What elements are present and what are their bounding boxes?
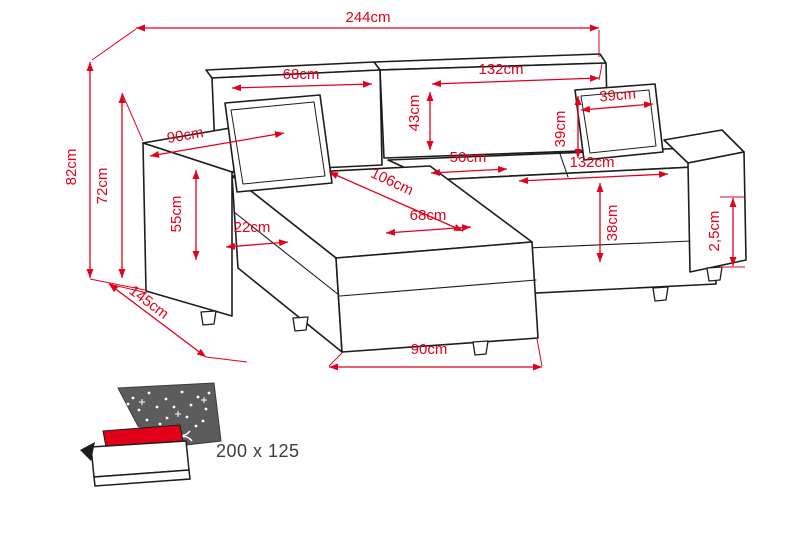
- dim-line-cushion-thickness: [225, 239, 289, 250]
- chaise-front-seam: [339, 279, 537, 297]
- sofa-leg: [472, 340, 489, 356]
- dim-line-back-right-width: [431, 74, 600, 88]
- dim-label-back-left-width: 68cm: [283, 66, 320, 83]
- dimension-lines: [86, 24, 745, 371]
- armrest-left-front-face: [142, 142, 233, 317]
- bed-function-icon: [80, 382, 222, 487]
- mattress-base-bottom: [93, 469, 191, 487]
- dim-label-total-height: 82cm: [63, 149, 80, 186]
- sofa-legs: [200, 266, 723, 356]
- dim-label-pillow-height: 39cm: [552, 111, 569, 148]
- dim-label-total-width: 244cm: [345, 9, 390, 26]
- bed-size-label: 200 x 125: [216, 441, 300, 461]
- dim-label-armrest-depth: 90cm: [166, 124, 205, 147]
- star-sparkles: [139, 397, 207, 417]
- dim-line-total-depth: [108, 283, 207, 358]
- chaise-left-seam: [233, 211, 340, 296]
- dimension-extension-lines: [89, 28, 745, 367]
- star-dots: [126, 390, 211, 428]
- dim-line-pillow-width: [580, 101, 654, 113]
- sofa-leg: [200, 310, 217, 326]
- pillow-right-seam: [580, 89, 657, 154]
- chaise-front-face: [335, 241, 539, 353]
- dim-label-chaise-seat-width: 68cm: [410, 207, 447, 224]
- dim-line-chaise-diagonal: [328, 171, 464, 232]
- extension-line: [205, 356, 248, 363]
- dim-label-chaise-front-width: 90cm: [411, 341, 448, 358]
- dim-label-pillow-width: 39cm: [599, 85, 637, 105]
- dim-line-armrest-depth: [149, 131, 285, 158]
- pillow-left: [224, 94, 333, 193]
- dim-label-clearance: 2,5cm: [706, 211, 723, 252]
- extension-line: [121, 92, 144, 142]
- lift-arrow-icon: [80, 442, 95, 461]
- dim-label-seat-height: 38cm: [604, 205, 621, 242]
- sofa-leg: [652, 286, 669, 302]
- sofa-leg: [706, 266, 723, 282]
- dim-label-seat-width: 132cm: [569, 154, 614, 171]
- dim-line-back-left-width: [231, 80, 373, 92]
- dim-label-backrest-cushion-height: 43cm: [406, 95, 423, 132]
- extension-line: [598, 63, 603, 81]
- extension-line: [536, 338, 543, 367]
- dim-label-cushion-thickness: 22cm: [234, 219, 271, 236]
- dim-label-seat-depth: 50cm: [450, 149, 487, 166]
- extension-line: [328, 352, 343, 367]
- sofa-leg: [292, 316, 309, 332]
- dim-line-chaise-seat-width: [385, 224, 472, 236]
- pillow-left-seam: [230, 101, 326, 185]
- extension-line: [91, 28, 137, 61]
- dim-label-backrest-height: 72cm: [94, 168, 111, 205]
- extension-line: [108, 283, 148, 294]
- extension-line: [89, 278, 146, 291]
- sofa-line-drawing: [142, 53, 747, 356]
- dim-label-back-right-width: 132cm: [478, 61, 523, 78]
- dim-line-seat-width: [518, 170, 669, 185]
- dim-label-armrest-height: 55cm: [168, 196, 185, 233]
